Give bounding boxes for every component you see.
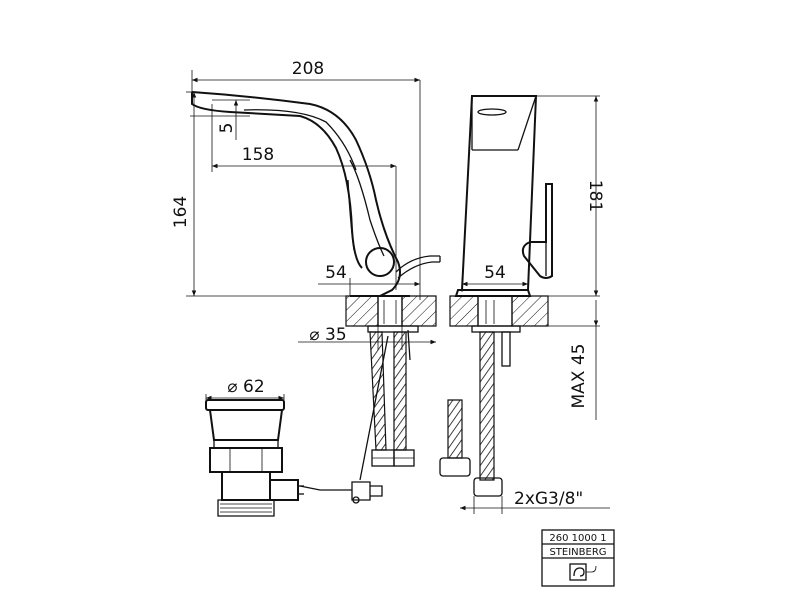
dim-208: 208 (292, 59, 324, 79)
side-view: 208 5 158 164 54 ⌀ 35 (171, 59, 441, 504)
side-fixing-plate (367, 325, 419, 333)
waste-flange (205, 399, 285, 411)
front-hose (479, 331, 495, 481)
front-aerator (477, 108, 507, 116)
dim-158: 158 (242, 145, 274, 165)
label-box: 260 1000 1 STEINBERG (541, 529, 615, 587)
waste-body (221, 472, 271, 501)
front-base (454, 289, 532, 297)
dim-diameter-62: ⌀ 62 (227, 377, 264, 397)
lever-pivot (365, 247, 395, 277)
waste-ring (213, 439, 279, 449)
side-countertop (345, 295, 379, 327)
popup-waste: ⌀ 62 (205, 377, 304, 517)
body-edge (347, 179, 355, 251)
dim-5: 5 (217, 123, 237, 134)
front-view: 54 181 MAX 45 2xG3/8" (439, 95, 610, 514)
waste-rod-fitting (269, 479, 299, 501)
front-fixing-plate (471, 325, 521, 333)
dim-diameter-35: ⌀ 35 (309, 325, 346, 345)
side-rod (359, 329, 411, 481)
lever-handle (395, 255, 441, 279)
front-hose-left (447, 399, 463, 459)
front-countertop-left (449, 295, 479, 327)
dim-max-45: MAX 45 (569, 344, 589, 409)
dim-54-side: 54 (325, 263, 347, 283)
front-hose-nut-left (439, 457, 471, 477)
waste-tail (217, 499, 275, 517)
product-code: 260 1000 1 (549, 533, 606, 544)
dim-54-front: 54 (484, 263, 506, 283)
spout-inner-line (243, 109, 357, 171)
installation-icon (569, 563, 597, 581)
side-hose-right (393, 331, 407, 451)
waste-nut (209, 447, 283, 473)
front-countertop-right (511, 295, 549, 327)
front-hose-nut-right (473, 477, 503, 497)
front-lever (521, 183, 553, 279)
front-rod (501, 331, 511, 367)
popup-linkage (299, 481, 383, 501)
brand-name: STEINBERG (549, 547, 606, 558)
waste-body-top (209, 409, 283, 441)
dim-164: 164 (171, 196, 191, 228)
side-shank (377, 295, 403, 327)
front-body (460, 95, 538, 291)
dim-connection: 2xG3/8" (514, 489, 583, 509)
side-countertop-right (401, 295, 437, 327)
front-shank (477, 295, 513, 327)
dim-181: 181 (585, 180, 605, 212)
